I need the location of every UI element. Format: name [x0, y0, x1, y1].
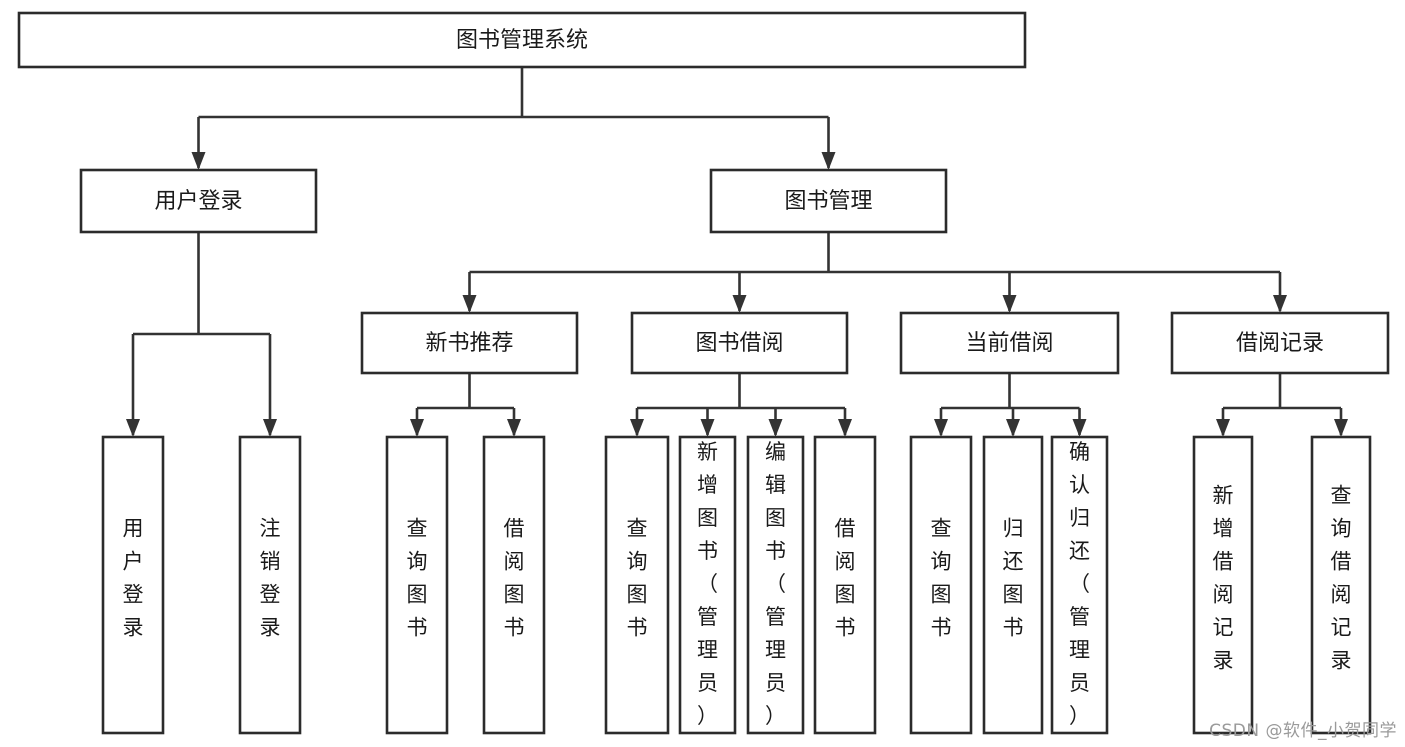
- node-leaf-edit-book[interactable]: 编辑图书（管理员）: [746, 435, 805, 735]
- node-label-leaf-add-book: 新增图书（管理员）: [697, 440, 718, 728]
- node-box-leaf-query-record[interactable]: [1310, 435, 1372, 735]
- node-book-manage[interactable]: 图书管理: [709, 168, 948, 234]
- node-leaf-return-book[interactable]: 归还图书: [982, 435, 1044, 735]
- node-box-leaf-query-book-a[interactable]: [385, 435, 449, 735]
- node-box-leaf-user-login[interactable]: [101, 435, 165, 735]
- node-label-book-borrow: 图书借阅: [695, 331, 783, 356]
- node-label-leaf-return-book: 归还图书: [1003, 517, 1024, 640]
- node-label-new-book-rec: 新书推荐: [425, 331, 513, 356]
- edge-group-borrow_record: [1216, 373, 1348, 437]
- node-label-leaf-query-book-c: 查询图书: [931, 517, 952, 640]
- edge-group-root: [191, 67, 836, 170]
- node-leaf-query-book-b[interactable]: 查询图书: [604, 435, 670, 735]
- node-layer: 图书管理系统用户登录图书管理新书推荐图书借阅当前借阅借阅记录用户登录注销登录查询…: [17, 11, 1390, 735]
- node-box-leaf-query-book-b[interactable]: [604, 435, 670, 735]
- node-label-current-borrow: 当前借阅: [965, 331, 1053, 356]
- node-box-new-book-rec[interactable]: [360, 311, 579, 375]
- node-label-leaf-edit-book: 编辑图书（管理员）: [765, 440, 786, 728]
- node-box-leaf-query-book-c[interactable]: [909, 435, 973, 735]
- node-leaf-user-login[interactable]: 用户登录: [101, 435, 165, 735]
- node-leaf-add-book[interactable]: 新增图书（管理员）: [678, 435, 737, 735]
- edge-group-user_login: [126, 232, 277, 437]
- node-box-leaf-add-book[interactable]: [678, 435, 737, 735]
- node-label-leaf-logout: 注销登录: [260, 517, 281, 640]
- node-label-leaf-borrow-book-a: 借阅图书: [504, 517, 525, 640]
- node-new-book-rec[interactable]: 新书推荐: [360, 311, 579, 375]
- node-box-book-borrow[interactable]: [630, 311, 849, 375]
- node-leaf-query-record[interactable]: 查询借阅记录: [1310, 435, 1372, 735]
- node-user-login[interactable]: 用户登录: [79, 168, 318, 234]
- edge-group-current_borrow: [934, 373, 1087, 437]
- node-box-leaf-edit-book[interactable]: [746, 435, 805, 735]
- node-label-leaf-query-record: 查询借阅记录: [1331, 484, 1352, 673]
- node-leaf-borrow-book-a[interactable]: 借阅图书: [482, 435, 546, 735]
- watermark-label: CSDN @软件_小贺同学: [1209, 721, 1397, 741]
- node-label-borrow-record: 借阅记录: [1236, 331, 1324, 356]
- node-book-borrow[interactable]: 图书借阅: [630, 311, 849, 375]
- node-box-leaf-confirm-return[interactable]: [1050, 435, 1109, 735]
- node-label-leaf-borrow-book-b: 借阅图书: [835, 517, 856, 640]
- node-box-leaf-borrow-book-a[interactable]: [482, 435, 546, 735]
- node-box-leaf-return-book[interactable]: [982, 435, 1044, 735]
- node-box-leaf-add-record[interactable]: [1192, 435, 1254, 735]
- edge-group-book_borrow: [630, 373, 852, 437]
- node-leaf-confirm-return[interactable]: 确认归还（管理员）: [1050, 435, 1109, 735]
- node-label-leaf-confirm-return: 确认归还（管理员）: [1069, 440, 1090, 728]
- node-label-leaf-user-login: 用户登录: [123, 517, 144, 640]
- node-box-leaf-borrow-book-b[interactable]: [813, 435, 877, 735]
- node-box-current-borrow[interactable]: [899, 311, 1120, 375]
- node-leaf-query-book-a[interactable]: 查询图书: [385, 435, 449, 735]
- node-leaf-logout[interactable]: 注销登录: [238, 435, 302, 735]
- node-leaf-query-book-c[interactable]: 查询图书: [909, 435, 973, 735]
- node-box-leaf-logout[interactable]: [238, 435, 302, 735]
- node-label-user-login: 用户登录: [154, 189, 242, 214]
- node-box-book-manage[interactable]: [709, 168, 948, 234]
- node-box-user-login[interactable]: [79, 168, 318, 234]
- node-label-leaf-query-book-b: 查询图书: [627, 517, 648, 640]
- node-leaf-borrow-book-b[interactable]: 借阅图书: [813, 435, 877, 735]
- node-root[interactable]: 图书管理系统: [17, 11, 1027, 69]
- node-box-borrow-record[interactable]: [1170, 311, 1390, 375]
- node-label-leaf-query-book-a: 查询图书: [407, 517, 428, 640]
- node-box-root[interactable]: [17, 11, 1027, 69]
- node-label-leaf-add-record: 新增借阅记录: [1213, 484, 1234, 673]
- node-current-borrow[interactable]: 当前借阅: [899, 311, 1120, 375]
- node-label-root: 图书管理系统: [456, 28, 588, 53]
- node-leaf-add-record[interactable]: 新增借阅记录: [1192, 435, 1254, 735]
- edge-group-book_manage: [462, 232, 1287, 313]
- edge-group-new_book_rec: [410, 373, 521, 437]
- edge-layer: [126, 67, 1348, 437]
- node-borrow-record[interactable]: 借阅记录: [1170, 311, 1390, 375]
- node-label-book-manage: 图书管理: [784, 189, 872, 214]
